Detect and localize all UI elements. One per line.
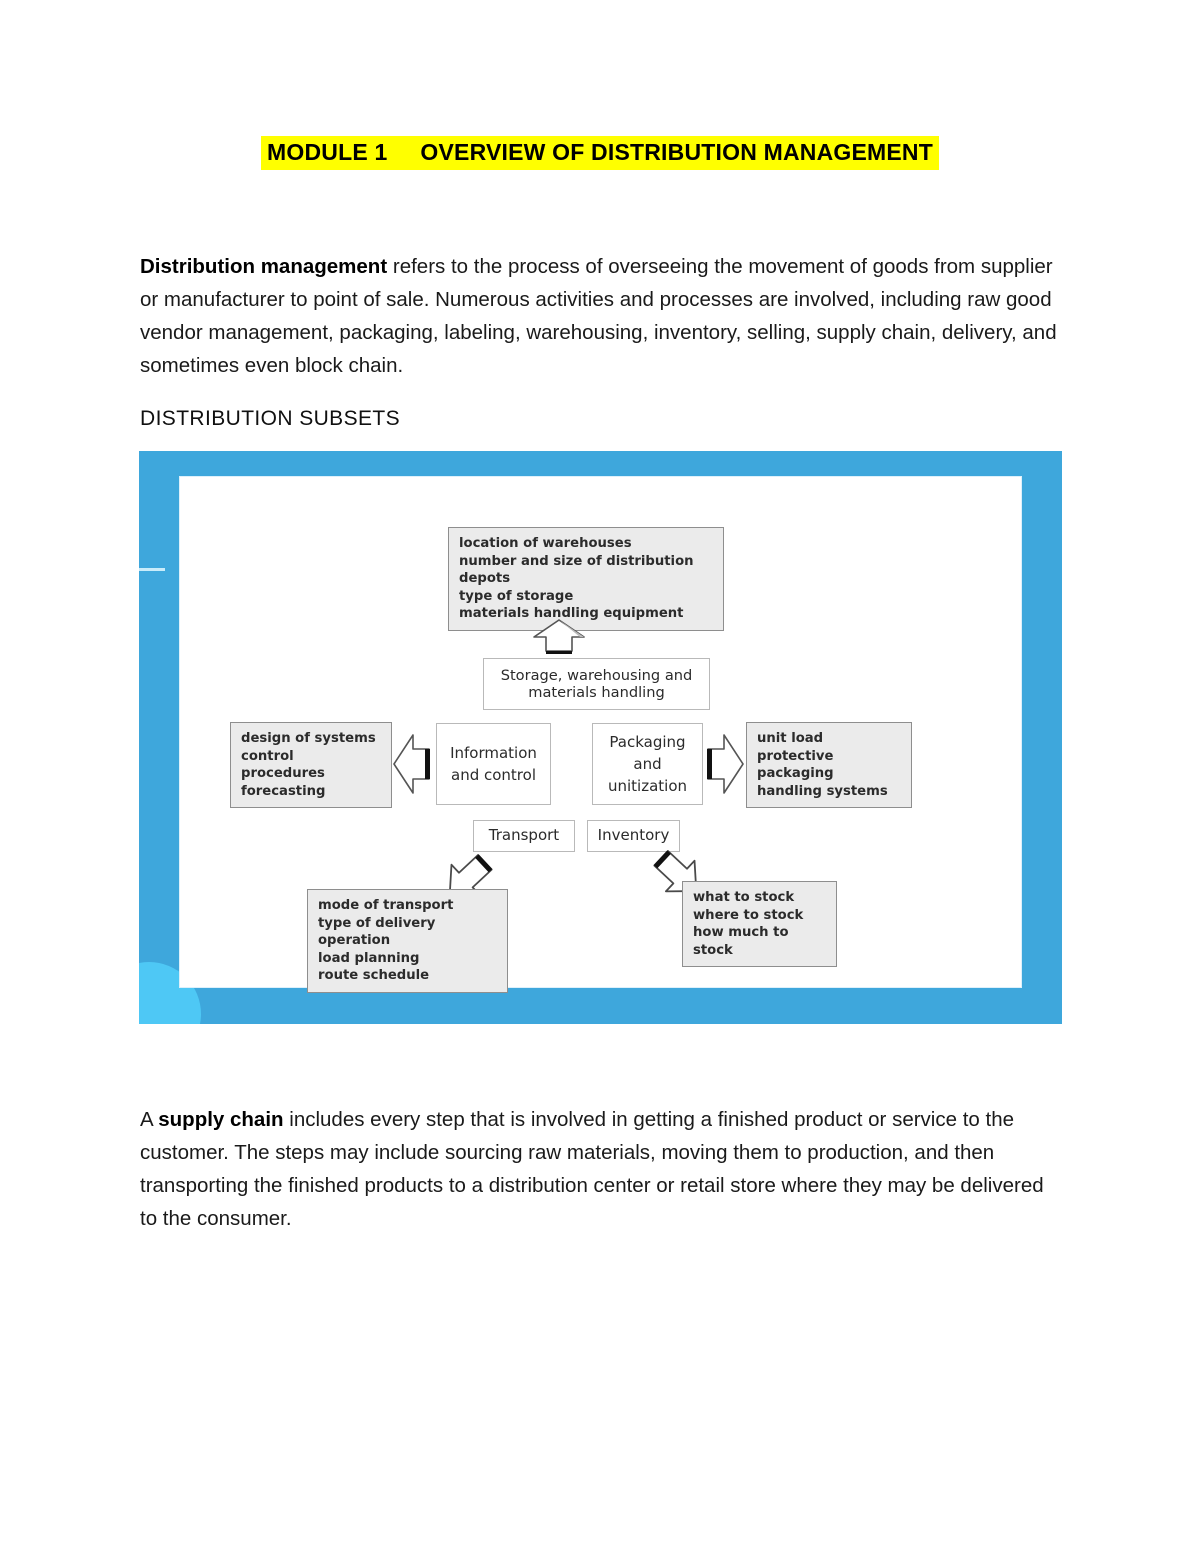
diagram-node-mode-of-transport: mode of transport type of delivery opera… xyxy=(307,889,508,993)
diagram-node-unit-load: unit load protective packaging handling … xyxy=(746,722,912,808)
node-line: what to stock where to stock how much to… xyxy=(693,890,804,958)
node-line: Storage, warehousing and materials handl… xyxy=(500,666,693,702)
node-line: design of systems control procedures for… xyxy=(241,731,376,799)
node-line: Transport xyxy=(488,826,560,845)
page-title-highlight: MODULE 1 OVERVIEW OF DISTRIBUTION MANAGE… xyxy=(261,136,939,171)
arrow-right-to-unitload-icon xyxy=(707,734,744,794)
diagram-node-packaging-and-unitization: Packaging and unitization xyxy=(592,723,703,805)
diagram-node-what-to-stock: what to stock where to stock how much to… xyxy=(682,881,837,967)
decorative-left-tick xyxy=(139,568,165,571)
paragraph-2-lead: A xyxy=(140,1107,159,1131)
section-heading-distribution-subsets: DISTRIBUTION SUBSETS xyxy=(140,407,401,430)
diagram-node-inventory: Inventory xyxy=(587,820,680,852)
paragraph-supply-chain: A supply chain includes every step that … xyxy=(140,1103,1060,1235)
node-line: Packaging and unitization xyxy=(607,733,688,795)
paragraph-1-body: refers to the process of overseeing the … xyxy=(140,254,1057,377)
paragraph-2-bold-term: supply chain xyxy=(158,1107,284,1131)
node-line: Inventory xyxy=(597,826,670,845)
paragraph-1-bold-term: Distribution management xyxy=(140,254,388,278)
diagram-node-transport: Transport xyxy=(473,820,575,852)
node-line: unit load protective packaging handling … xyxy=(757,731,888,799)
paragraph-2-body: includes every step that is involved in … xyxy=(140,1107,1044,1230)
figure-inner-canvas: location of warehouses number and size o… xyxy=(180,477,1021,993)
paragraph-distribution-management: Distribution management refers to the pr… xyxy=(140,250,1060,382)
diagram-node-storage: Storage, warehousing and materials handl… xyxy=(483,658,710,710)
arrow-up-to-warehouses-icon xyxy=(533,619,585,654)
diagram-node-design-of-systems: design of systems control procedures for… xyxy=(230,722,392,808)
page-title: MODULE 1 OVERVIEW OF DISTRIBUTION MANAGE… xyxy=(136,136,1064,171)
figure-distribution-subsets: location of warehouses number and size o… xyxy=(139,451,1062,1024)
diagram-canvas: location of warehouses number and size o… xyxy=(180,477,1021,993)
diagram-node-warehouses: location of warehouses number and size o… xyxy=(448,527,724,631)
arrow-left-to-design-icon xyxy=(393,734,430,794)
node-line: Information and control xyxy=(450,744,537,784)
diagram-node-information-and-control: Information and control xyxy=(436,723,551,805)
node-line: location of warehouses number and size o… xyxy=(459,536,694,621)
node-line: mode of transport type of delivery opera… xyxy=(318,898,454,983)
